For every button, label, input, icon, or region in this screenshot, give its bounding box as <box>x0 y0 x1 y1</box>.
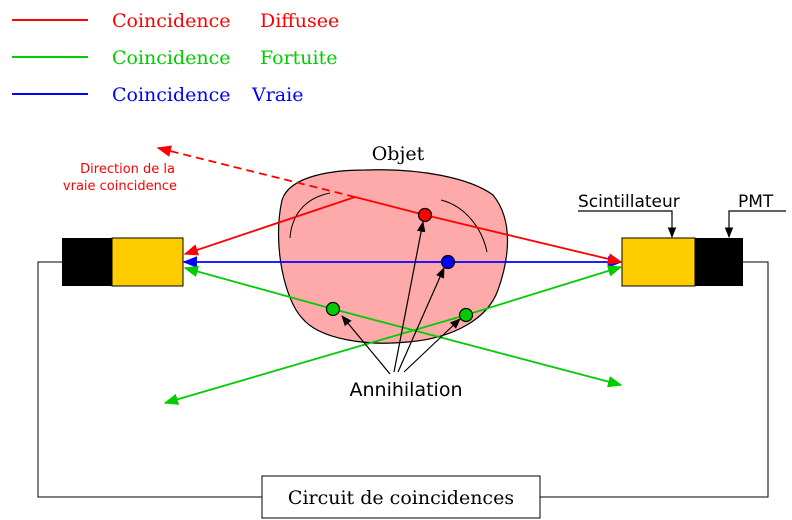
circuit-label: Circuit de coincidences <box>288 487 514 509</box>
object-body <box>277 169 509 344</box>
pointer-to-blue-point <box>397 267 445 373</box>
circuit-box: Circuit de coincidences <box>261 475 541 519</box>
right-detector <box>621 237 743 287</box>
annihilation-point-true <box>440 254 456 270</box>
scattered-path-before-scatter <box>354 196 426 216</box>
pointer-to-right-green-point <box>403 318 461 373</box>
legend-label-true-word1: Coincidence <box>112 84 231 106</box>
legend-label-scattered-word2: Diffusee <box>260 10 339 32</box>
circuit-rect <box>261 475 541 519</box>
left-scintillator <box>111 237 184 287</box>
true-direction-dashed <box>156 145 356 198</box>
random-coincidence <box>163 265 623 405</box>
legend-item-true: Coincidence Vraie <box>12 84 303 106</box>
true-direction-label-line1: Direction de la <box>80 162 175 177</box>
pointer-to-left-green-point <box>341 315 391 375</box>
scattered-coincidence: Direction de la vraie coincidence <box>63 145 623 265</box>
left-circuit-wire <box>37 261 262 498</box>
legend-label-random-word1: Coincidence <box>112 47 231 69</box>
random-path-2-to-lower-left <box>163 314 467 405</box>
legend-item-scattered: Coincidence Diffusee <box>12 10 339 32</box>
scintillator-callout-line <box>578 210 677 239</box>
left-pmt <box>62 238 112 286</box>
pmt-callout-line <box>724 210 786 239</box>
random-path-1-to-left <box>183 265 334 310</box>
true-direction-label-line2: vraie coincidence <box>63 179 177 194</box>
annihilation-point-random-1 <box>325 301 341 317</box>
object-contour-left <box>289 192 331 239</box>
right-scintillator <box>621 237 696 287</box>
object-contour-right <box>440 199 488 253</box>
annihilation-pointers <box>341 220 461 375</box>
right-pmt <box>695 238 743 286</box>
legend: Coincidence Diffusee Coincidence Fortuit… <box>12 10 339 106</box>
legend-label-true-word2: Vraie <box>251 84 303 106</box>
random-path-1-to-lower-right <box>332 308 623 388</box>
pointer-to-red-point <box>393 220 426 373</box>
detector-callouts: Scintillateur PMT <box>578 192 786 239</box>
circuit-wiring <box>37 261 769 498</box>
legend-label-scattered-word1: Coincidence <box>112 10 231 32</box>
object-label: Objet <box>372 143 425 165</box>
legend-label-random-word2: Fortuite <box>260 47 338 69</box>
annihilation-label: Annihilation <box>350 379 463 401</box>
left-detector <box>62 237 184 287</box>
scattered-path-to-left <box>183 196 356 256</box>
annihilation-point-random-2 <box>458 307 474 323</box>
legend-item-random: Coincidence Fortuite <box>12 47 338 69</box>
scattered-path-to-right <box>424 214 623 265</box>
annihilation-point-scattered <box>417 207 433 223</box>
scintillator-label: Scintillateur <box>578 192 680 212</box>
random-path-2-to-right <box>465 265 623 316</box>
pmt-label: PMT <box>738 192 774 212</box>
annihilation-points <box>325 207 474 323</box>
right-circuit-wire <box>540 261 769 498</box>
